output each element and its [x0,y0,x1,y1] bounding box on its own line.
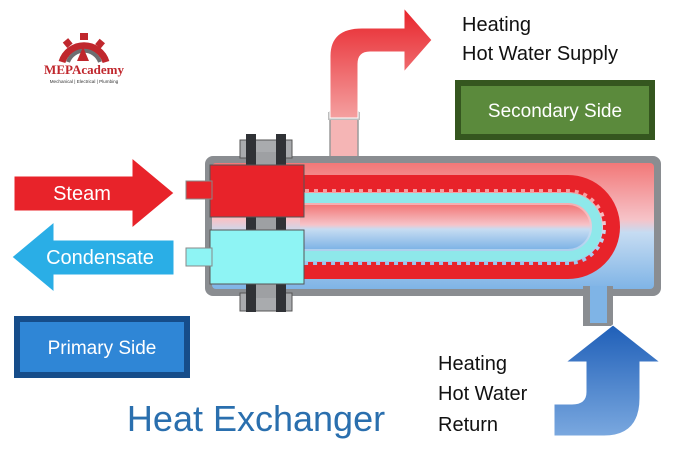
supply-label-line1: Heating [462,14,531,36]
u-tube-bundle [300,175,620,279]
return-label-line3: Return [438,414,498,436]
diagram-title: Heat Exchanger [127,398,385,439]
flange [239,134,293,312]
secondary-side-label: Secondary Side [488,101,622,122]
steam-inlet-nozzle [185,180,213,200]
logo-brand: MEPAcademy [44,62,124,77]
gear-icon [58,33,110,64]
supply-label-line2: Hot Water Supply [462,43,618,65]
steam-chamber [209,164,305,218]
return-arrow [553,324,662,437]
secondary-side-box: Secondary Side [455,80,655,140]
primary-side-label: Primary Side [48,338,157,359]
supply-arrow [329,6,433,119]
steam-arrow: Steam [13,156,175,230]
mep-academy-logo: MEPAcademy Mechanical | Electrical | Plu… [44,33,124,84]
steam-label: Steam [53,183,111,205]
return-label-line2: Hot Water [438,383,528,405]
condensate-chamber [209,229,305,285]
condensate-outlet-nozzle [185,247,213,267]
condensate-label: Condensate [46,247,154,269]
return-label-line1: Heating [438,353,507,375]
condensate-arrow: Condensate [11,220,175,294]
logo-tagline: Mechanical | Electrical | Plumbing [50,79,119,84]
primary-side-box: Primary Side [14,316,190,378]
return-inlet-pipe [583,286,613,326]
